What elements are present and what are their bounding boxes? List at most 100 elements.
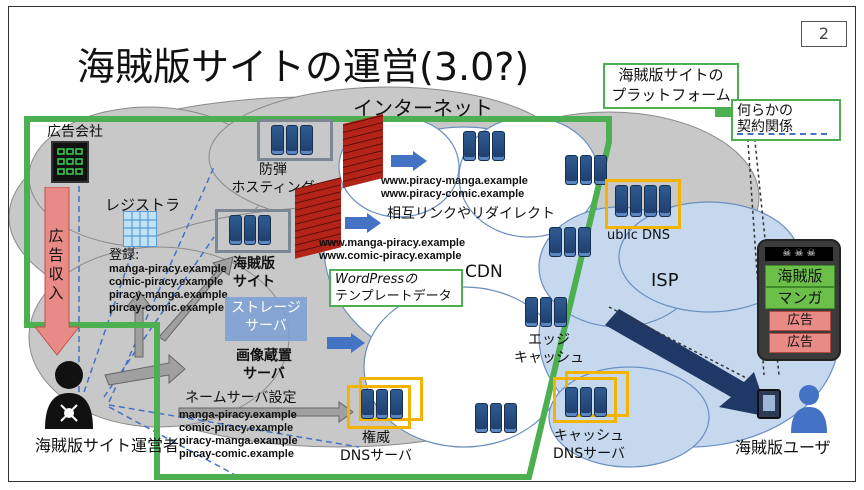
- pirate-site-label: 海賊版 サイト: [219, 255, 289, 291]
- storage-server-icon: [225, 297, 307, 341]
- cache-dns-server-icon: [565, 387, 608, 417]
- auth-dns-server-icon: [361, 389, 404, 419]
- edge-cache-server-icon: [525, 297, 568, 327]
- image-server-label: 画像蔵置 サーバ: [219, 347, 309, 383]
- cdn-server-icon: [463, 131, 506, 161]
- pirate-server-frame: [215, 209, 291, 253]
- legend-green-line: [715, 109, 733, 117]
- cdn-label: CDN: [465, 262, 503, 282]
- ad-revenue-label: 広告収入: [48, 227, 64, 302]
- storage-line-1: ストレージ: [231, 300, 301, 316]
- internet-label: インターネット: [353, 96, 493, 120]
- ad-revenue-arrow: [35, 187, 79, 356]
- cdn-arrow-shaft-3: [327, 337, 353, 349]
- auth-dns-line-2: DNSサーバ: [340, 448, 412, 464]
- registrar-icon: [123, 211, 157, 247]
- auth-dns-line-1: 権威: [362, 430, 390, 446]
- public-dns-label: ublic DNS: [607, 228, 670, 243]
- ad-company-label: 広告会社: [47, 124, 103, 140]
- nameserver-domain: pircay-comic.example: [179, 448, 294, 460]
- pirate-server-icon: [229, 215, 272, 245]
- cdn-domain: www.comic-piracy.example: [319, 250, 462, 262]
- cdn-server-icon: [565, 155, 608, 185]
- tablet-icon: [757, 389, 781, 419]
- pirate-site-line-1: 海賊版: [233, 256, 275, 272]
- platform-line-1: 海賊版サイトの: [618, 66, 724, 84]
- nameserver-domain-list: manga-piracy.example comic-piracy.exampl…: [179, 409, 298, 461]
- user-label: 海賊版ユーザ: [735, 438, 831, 457]
- edge-cache-line-1: エッジ: [528, 332, 570, 348]
- legend-line-1: 何らかの: [737, 103, 793, 119]
- auth-dns-frame-front: [359, 377, 423, 421]
- nameserver-domain: manga-piracy.example: [179, 409, 297, 421]
- registered-domain: comic-piracy.example: [109, 276, 224, 288]
- phone-ad: 広告: [769, 311, 831, 331]
- cdn-domain: www.piracy-comic.example: [381, 188, 525, 200]
- cdn-arrow-shaft-2: [345, 217, 369, 229]
- cache-dns-frame-back: [553, 377, 617, 423]
- storage-server-label: ストレージ サーバ: [225, 299, 307, 335]
- nameserver-domain: comic-piracy.example: [179, 422, 294, 434]
- phone-title: 海賊版: [765, 265, 835, 287]
- skull-row-icon: ☠ ☠ ☠: [765, 247, 833, 261]
- registrar-label: レジストラ: [105, 196, 181, 214]
- cdn-arrow-head-3: [351, 333, 365, 353]
- edge-cache-line-2: キャッシュ: [514, 350, 584, 366]
- nameserver-setting-label: ネームサーバ設定: [185, 390, 297, 406]
- wordpress-box: WordPressの テンプレートデータ: [329, 269, 463, 307]
- cross-links-label: 相互リンクやリダイレクト: [387, 206, 555, 222]
- public-dns-server-icon: [615, 185, 671, 217]
- nameserver-domain: piracy-manga.example: [179, 435, 298, 447]
- building-icon: [57, 148, 83, 175]
- image-server-line-2: サーバ: [243, 366, 285, 382]
- registered-domain: piracy-manga.example: [109, 289, 228, 301]
- firewall-upper: [343, 114, 383, 188]
- bulletproof-line-2: ホスティング: [231, 180, 315, 196]
- bulletproof-line-1: 防弾: [259, 162, 287, 178]
- pirate-site-line-2: サイト: [233, 274, 275, 290]
- operator-label: 海賊版サイト運営者: [35, 436, 180, 455]
- grid-building-icon: [124, 212, 156, 246]
- registered-domain-list: manga-piracy.example comic-piracy.exampl…: [109, 263, 228, 315]
- wordpress-line-2: テンプレートデータ: [335, 289, 452, 304]
- cdn-domain: www.manga-piracy.example: [319, 237, 466, 249]
- cache-dns-label: キャッシュ DNSサーバ: [539, 427, 639, 463]
- cdn-arrow-head-2: [367, 213, 381, 233]
- user-icon: [791, 385, 827, 433]
- wordpress-line-1: WordPressの: [335, 272, 418, 287]
- cdn-domains-top: www.piracy-manga.example www.piracy-comi…: [381, 175, 528, 201]
- public-dns-frame: [605, 179, 681, 229]
- slide-title: 海賊版サイトの運営(3.0?): [77, 45, 530, 89]
- platform-box: 海賊版サイトの プラットフォーム: [603, 63, 739, 109]
- legend-line-2: 契約関係: [737, 119, 793, 135]
- cdn-domain: www.piracy-manga.example: [381, 175, 528, 187]
- registered-domain: manga-piracy.example: [109, 263, 227, 275]
- cache-dns-line-1: キャッシュ: [554, 428, 624, 444]
- cdn-server-icon: [549, 227, 592, 257]
- bulletproof-hosting-label: 防弾 ホスティング: [223, 161, 323, 197]
- cache-dns-line-2: DNSサーバ: [553, 446, 625, 462]
- cdn-arrow-shaft-1: [391, 155, 415, 167]
- slide: 2 海賊版サイトの運営(3.0?) インターネット 海賊版サイトの プラットフォ…: [8, 6, 856, 482]
- cdn-domains-bottom: www.manga-piracy.example www.comic-pirac…: [319, 237, 465, 263]
- phone-ad: 広告: [769, 333, 831, 353]
- ad-company-icon: [51, 141, 89, 183]
- cdn-server-icon: [475, 403, 518, 433]
- image-server-line-1: 画像蔵置: [236, 348, 292, 364]
- auth-dns-label: 権威 DNSサーバ: [331, 429, 421, 465]
- page-number: 2: [801, 21, 847, 47]
- bulletproof-server-frame: [257, 119, 333, 161]
- pirate-operator-icon: [45, 361, 93, 429]
- bulletproof-server-icon: [271, 125, 314, 155]
- legend-box: 何らかの 契約関係: [715, 99, 841, 141]
- isp-label: ISP: [651, 270, 679, 291]
- platform-line-2: プラットフォーム: [611, 86, 731, 104]
- edge-cache-label: エッジ キャッシュ: [509, 331, 589, 367]
- registration-label: 登録:: [109, 248, 140, 263]
- auth-dns-frame-back: [347, 385, 411, 429]
- registered-domain: pircay-comic.example: [109, 302, 224, 314]
- storage-line-2: サーバ: [245, 318, 287, 334]
- phone-mockup: ☠ ☠ ☠ 海賊版 マンガ 広告 広告: [757, 239, 841, 361]
- phone-manga: マンガ: [765, 287, 835, 309]
- legend-dashed-line: [737, 133, 827, 135]
